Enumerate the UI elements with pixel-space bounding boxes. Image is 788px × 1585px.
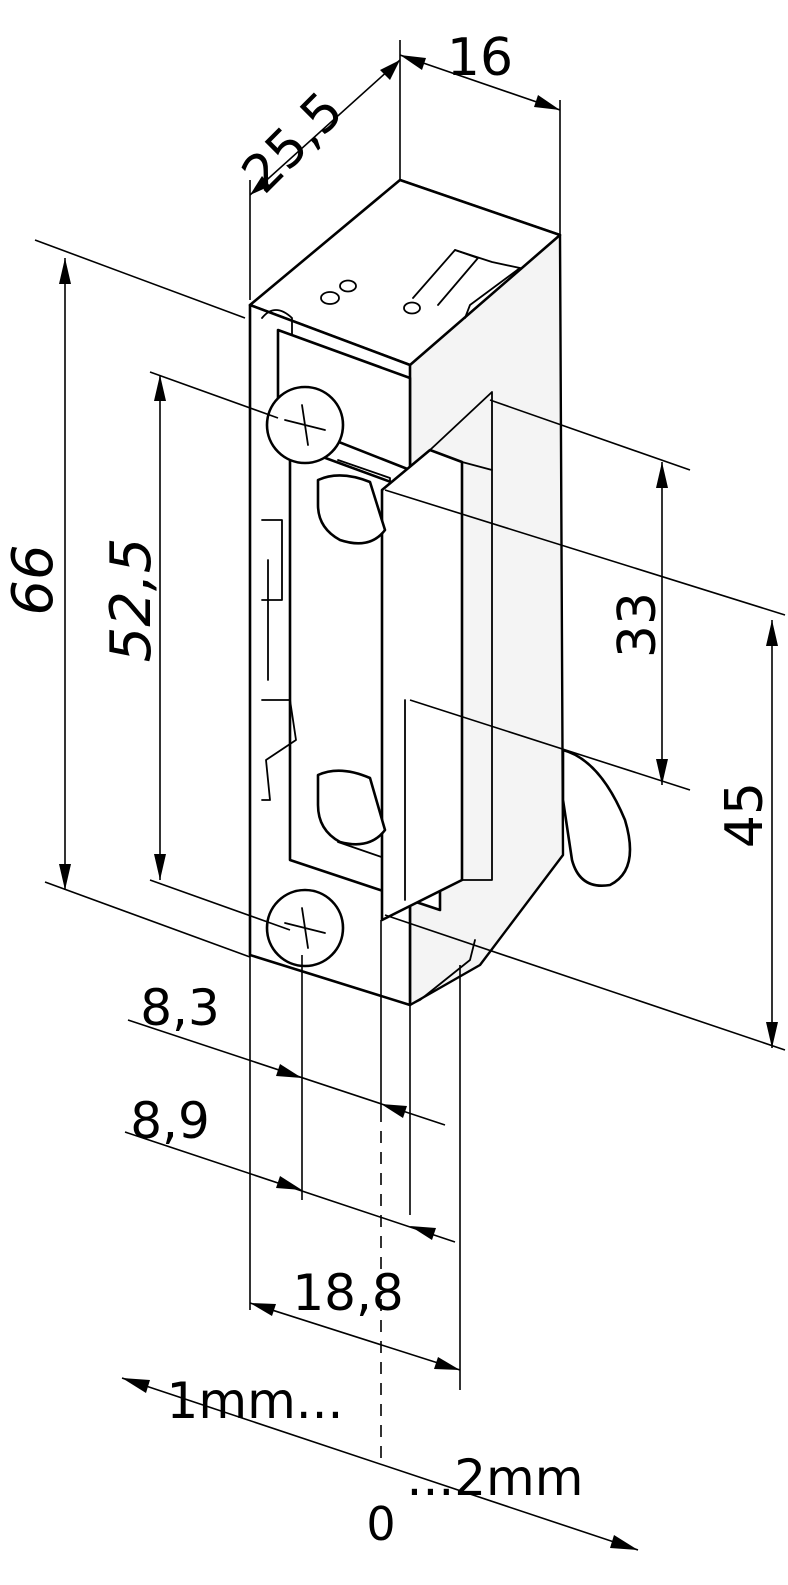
label-adjust-max: ...2mm [407,1449,584,1507]
door-strike-body [248,178,632,1007]
label-height-inner: 52,5 [99,538,164,663]
label-zero: 0 [366,1497,395,1551]
label-latch-offset: 45 [715,782,775,848]
label-adjust-min: 1mm... [167,1372,344,1430]
screw-bottom-icon [265,888,345,968]
screw-top-icon [265,385,345,465]
label-offset-b: 8,9 [130,1092,210,1150]
label-height-total: 66 [1,544,66,615]
dimension-lines [34,40,786,1551]
label-latch-height: 33 [608,592,668,658]
label-width-top: 16 [447,28,513,88]
label-width-front: 18,8 [292,1264,403,1322]
label-offset-a: 8,3 [140,979,220,1037]
dimension-labels: 25,5 16 66 52,5 33 45 8,3 8,9 18,8 1mm..… [1,28,775,1551]
